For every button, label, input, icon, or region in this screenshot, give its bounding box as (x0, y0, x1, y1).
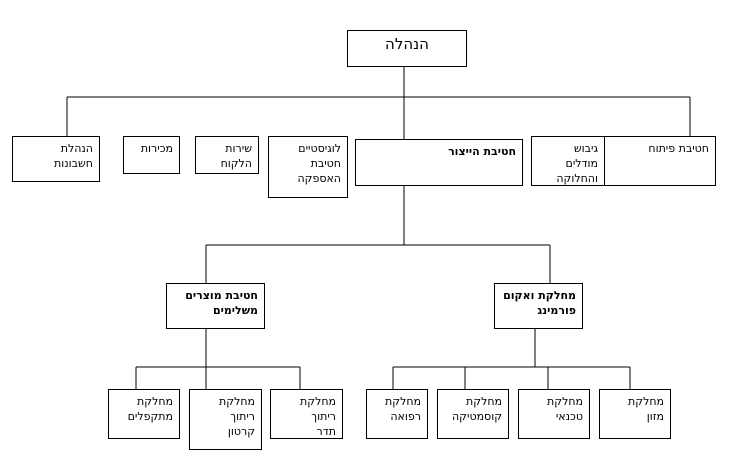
node-vacuum-forming: מחלקת ואקום פורמינג (494, 283, 583, 329)
node-root: הנהלה (347, 30, 467, 67)
node-carton-welding: מחלקת ריתוך קרטון (189, 389, 262, 450)
node-sales: מכירות (123, 136, 180, 174)
node-development: חטיבת פיתוח (604, 136, 716, 186)
node-bumpers: מחלקת מתקפלים (108, 389, 180, 439)
node-production: חטיבת הייצור (355, 139, 523, 186)
node-accounting: הנהלת חשבונות (12, 136, 100, 182)
node-logistics: לוגיסטיים חטיבת האספקה (268, 136, 348, 198)
node-room-welding: מחלקת ריתוך תדר (270, 389, 343, 439)
node-medical: מחלקת רפואה (366, 389, 428, 439)
node-cosmetics: מחלקת קוסמטיקה (437, 389, 509, 439)
node-models: גיבוש מודלים והחלוקה (531, 136, 605, 186)
node-customer-service: שירות הלקוח (195, 136, 259, 174)
node-technical: מחלקת טכנאי (518, 389, 590, 439)
node-food: מחלקת מזון (599, 389, 671, 439)
node-finished-products: חטיבת מוצרים משלימים (166, 283, 265, 329)
